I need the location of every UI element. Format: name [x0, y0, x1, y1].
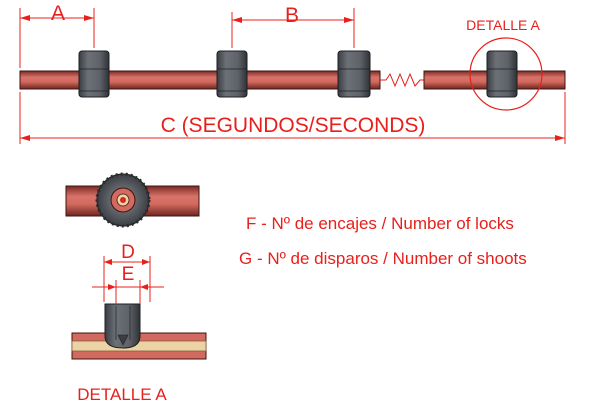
dimension-a-label: A — [51, 2, 65, 25]
dimension-e-label: E — [122, 264, 135, 285]
detail-side-view — [71, 303, 207, 360]
dimension-d — [103, 256, 151, 302]
legend-f: F - Nº de encajes / Number of locks — [246, 214, 514, 233]
lock-3 — [337, 50, 371, 98]
lock-2 — [216, 50, 248, 98]
detail-circle — [469, 37, 543, 111]
detail-callout-label: DETALLE A — [466, 17, 540, 33]
rod-left-segment — [19, 70, 381, 90]
dimension-e — [92, 280, 164, 304]
rod-break-symbol — [380, 72, 424, 88]
lock-4 — [486, 50, 518, 98]
dimension-c-label: C (SEGUNDOS/SECONDS) — [161, 114, 426, 137]
dimension-a — [19, 8, 95, 68]
lock-1 — [78, 50, 110, 98]
detail-caption: DETALLE A — [77, 385, 167, 404]
dimension-c — [19, 92, 566, 144]
legend-g: G - Nº de disparos / Number of shoots — [239, 249, 527, 268]
top-view — [65, 172, 200, 228]
dimension-b — [231, 8, 355, 48]
dimension-b-label: B — [285, 4, 299, 27]
dimension-d-label: D — [121, 242, 135, 263]
